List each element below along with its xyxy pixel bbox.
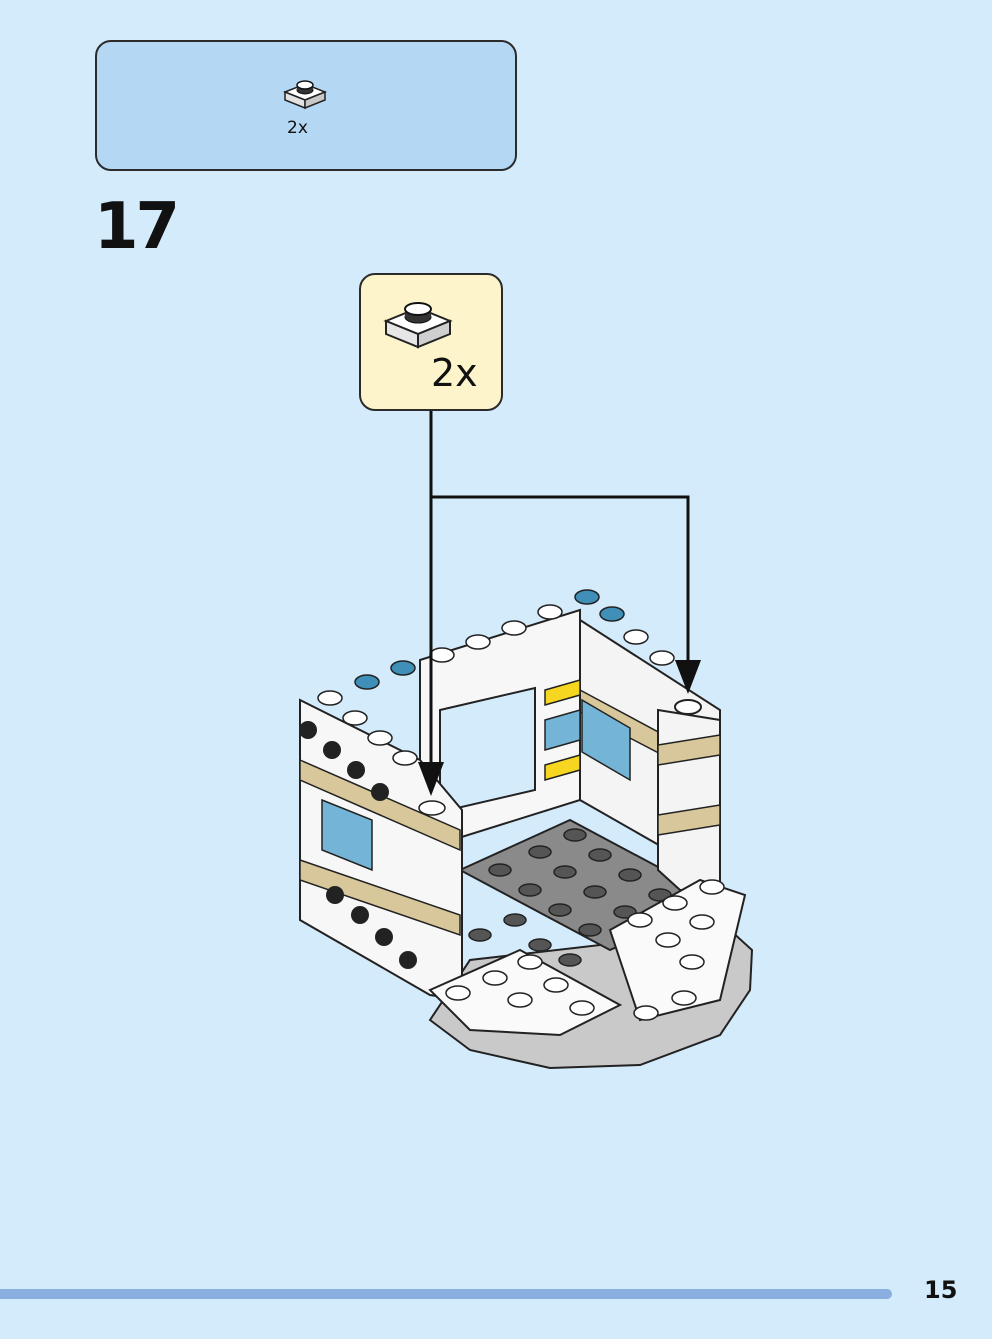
- step-number: 17: [94, 190, 180, 264]
- sub-step-callout: 2x: [359, 273, 503, 411]
- parts-quantity: 2x: [287, 118, 308, 138]
- callout-quantity: 2x: [431, 351, 478, 395]
- parts-list-panel: 2x: [95, 40, 517, 171]
- footer-progress-bar: [0, 1289, 892, 1299]
- page-number: 15: [924, 1276, 958, 1304]
- white-plate-piece-icon: [283, 80, 327, 110]
- white-plate-piece-icon: [383, 302, 453, 349]
